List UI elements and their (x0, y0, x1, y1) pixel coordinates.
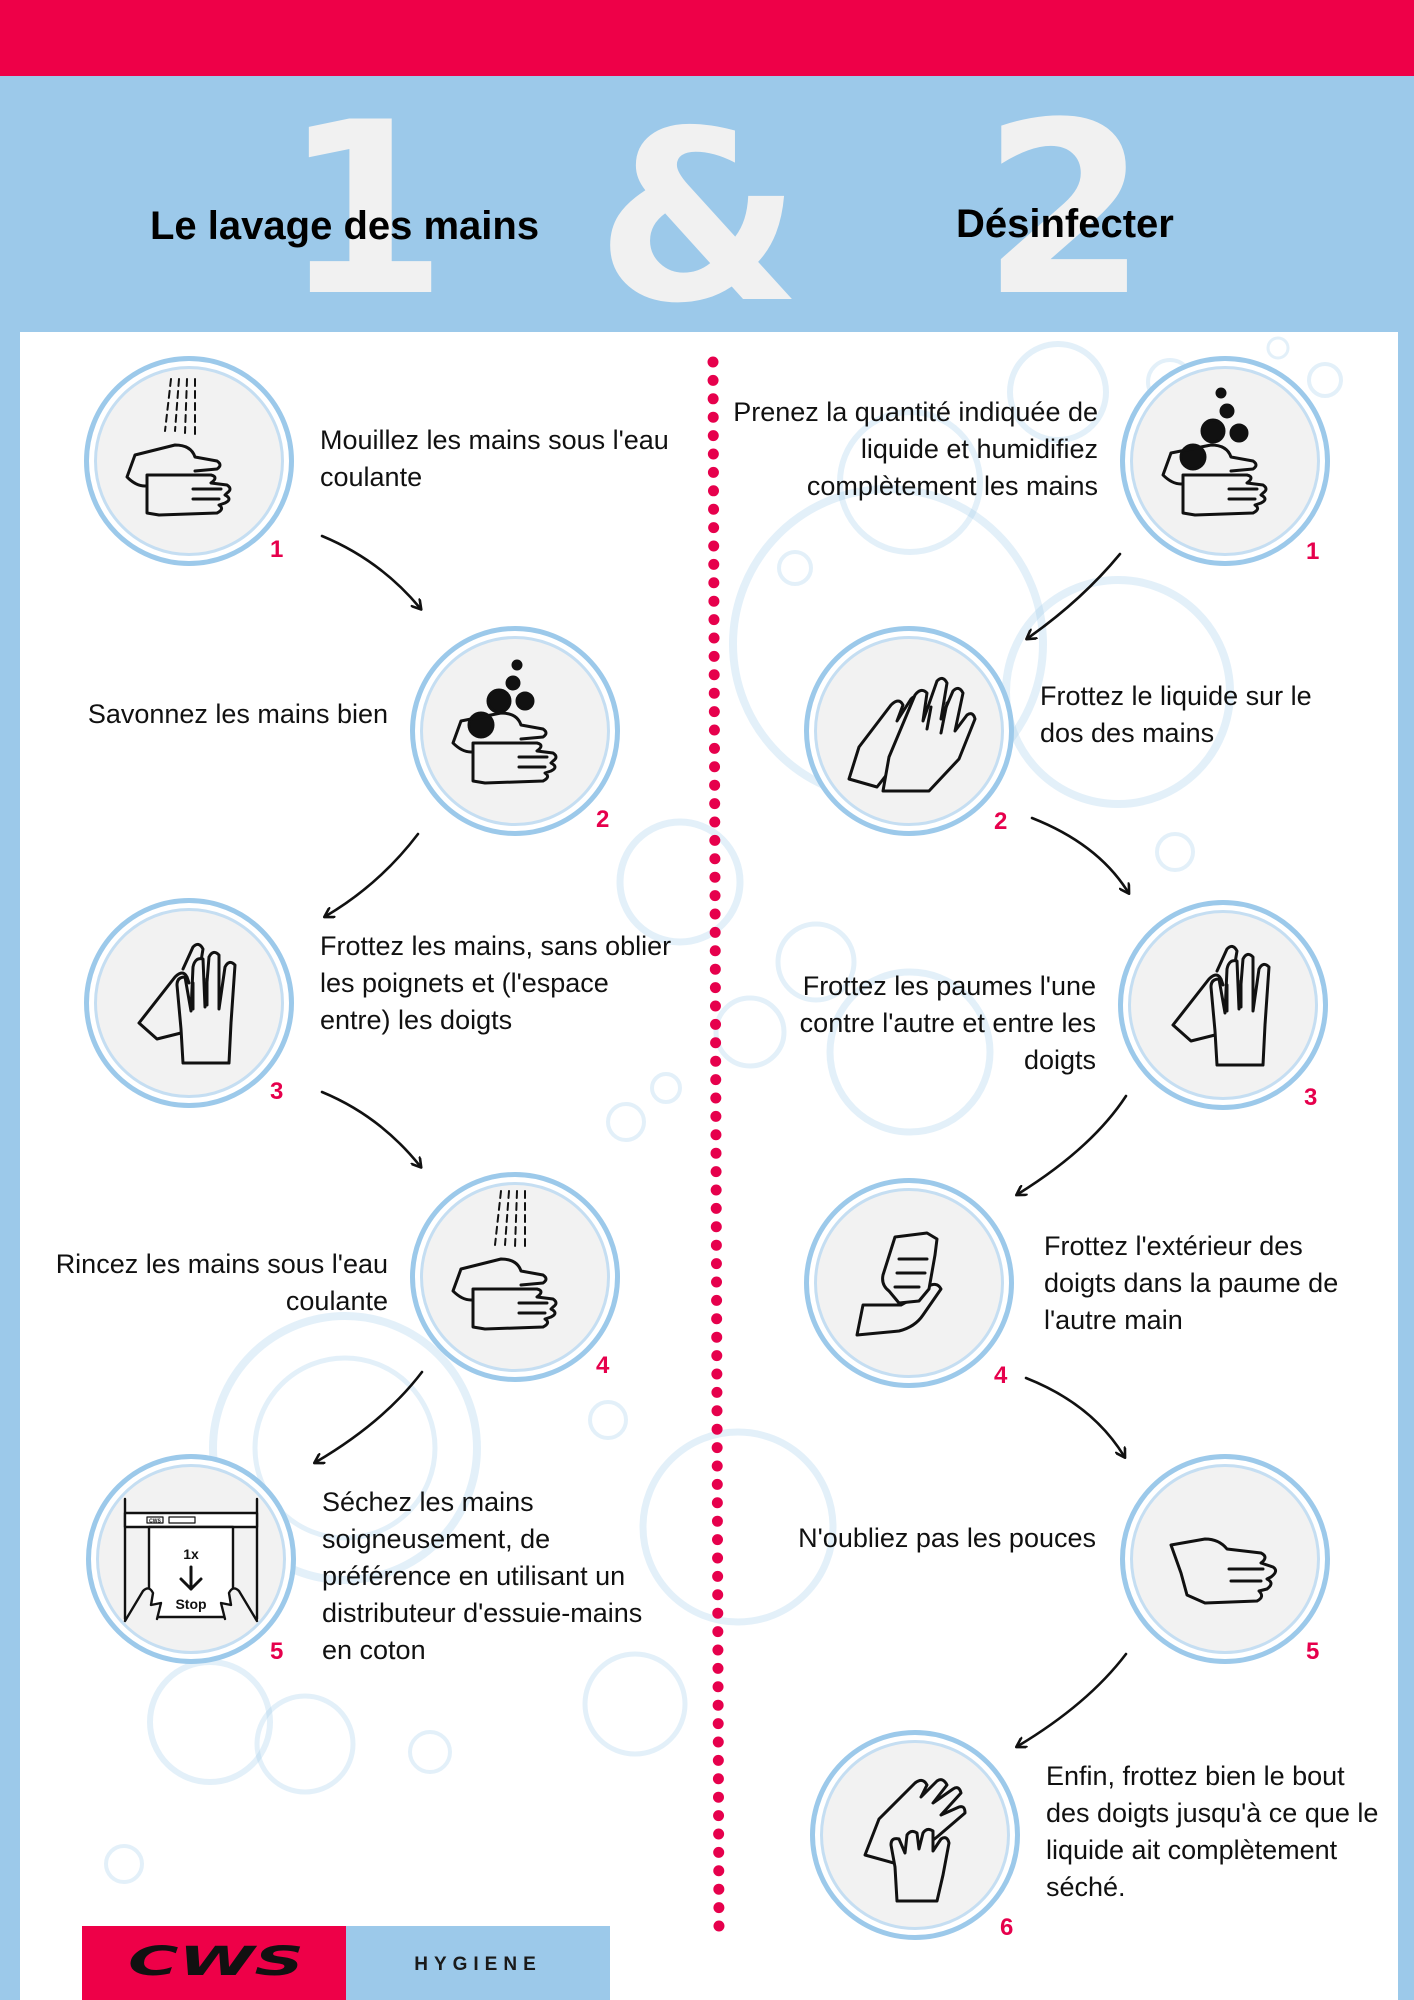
step-number: 3 (1304, 1084, 1318, 1111)
towel-dispenser-icon: CWS 1x Stop (123, 1497, 259, 1623)
wash-step-5-text: Séchez les mains soigneusement, de préfé… (322, 1487, 643, 1665)
wash-step-2-text: Savonnez les mains bien (87, 699, 388, 729)
disinfect-step-4-text: Frottez l'extérieur des doigts dans la p… (1044, 1231, 1339, 1335)
disinfect-step-3: 3 (1118, 900, 1328, 1110)
top-red-bar (0, 0, 1414, 76)
back-of-hands-icon (847, 676, 977, 793)
step-number: 4 (596, 1352, 610, 1379)
arrow-dis-5-6 (1018, 1652, 1128, 1746)
arrow-wash-4-5 (316, 1370, 424, 1462)
dispenser-brand: CWS (149, 1519, 161, 1525)
footer-logo-block (82, 1926, 346, 2000)
arrow-dis-3-4 (1018, 1094, 1128, 1194)
wash-step-3-text: Frottez les mains, sans oblier les poign… (320, 931, 672, 1035)
disinfect-step-4: 4 (804, 1178, 1014, 1388)
disinfect-step-6: 6 (810, 1730, 1020, 1940)
disinfect-step-5: 5 (1120, 1454, 1330, 1664)
dotted-divider (707, 356, 725, 1938)
cws-logo: CWS (128, 1944, 304, 1980)
disinfect-step-5-text: N'oubliez pas les pouces (798, 1523, 1096, 1553)
liquid-hands-icon (1161, 387, 1268, 517)
wash-step-5: CWS 1x Stop 5 (86, 1454, 296, 1664)
step-number: 3 (270, 1078, 284, 1105)
disinfect-step-2-text: Frottez le liquide sur le dos des mains (1040, 681, 1312, 748)
disinfect-step-6-text: Enfin, frottez bien le bout des doigts j… (1046, 1761, 1379, 1902)
dispenser-count: 1x (183, 1546, 199, 1562)
wash-step-4-text: Rincez les mains sous l'eau coulante (55, 1249, 388, 1316)
arrow-wash-2-3 (326, 832, 420, 916)
disinfect-step-3-text: Frottez les paumes l'une contre l'autre … (799, 971, 1096, 1075)
step-number: 1 (1306, 538, 1320, 565)
rinse-hands-icon (451, 1190, 558, 1331)
fingertips-icon (863, 1778, 967, 1903)
title-hand-washing: Le lavage des mains (150, 204, 540, 248)
step-number: 5 (1306, 1638, 1320, 1665)
cws-logo-text: CWS (128, 1944, 304, 1980)
disinfect-step-1-text: Prenez la quantité indiquée de liquide e… (733, 397, 1098, 501)
rub-palms-icon (137, 942, 237, 1065)
arrow-dis-2-3 (1030, 816, 1128, 892)
footer-hygiene-label: HYGIENE (414, 1954, 542, 1975)
soap-hands-icon (451, 659, 558, 785)
big-ampersand: & (596, 80, 802, 355)
wash-step-3: 3 (84, 898, 294, 1108)
wash-step-4: 4 (410, 1172, 620, 1382)
step-number: 5 (270, 1638, 284, 1665)
step-number: 1 (270, 536, 284, 563)
title-disinfect: Désinfecter (956, 202, 1174, 246)
water-hands-icon (125, 378, 232, 517)
wash-step-1: 1 (84, 356, 294, 566)
footer-hygiene-block (346, 1926, 610, 2000)
flow-arrows (20, 534, 1398, 2000)
big-number-two: 2 (982, 72, 1148, 349)
fingers-in-palm-icon (855, 1231, 943, 1337)
wash-step-1-text: Mouillez les mains sous l'eau coulante (320, 425, 669, 492)
big-number-one: 1 (282, 72, 448, 349)
rub-palms-icon (1171, 944, 1271, 1067)
step-number: 2 (994, 808, 1008, 835)
step-number: 4 (994, 1362, 1008, 1389)
thumb-icon (1169, 1537, 1278, 1605)
arrow-wash-1-2 (320, 534, 420, 608)
disinfect-step-2: 2 (804, 626, 1014, 836)
disinfect-step-1: 1 (1120, 356, 1330, 566)
arrow-wash-3-4 (320, 1090, 420, 1166)
wash-step-2: 2 (410, 626, 620, 836)
content-panel: 1 Mouillez les mains sous l'eau coulante… (20, 332, 1398, 2000)
step-number: 6 (1000, 1914, 1014, 1941)
arrow-dis-1-2 (1028, 552, 1122, 638)
dispenser-stop: Stop (175, 1596, 206, 1612)
arrow-dis-4-5 (1024, 1376, 1124, 1456)
step-number: 2 (596, 806, 610, 833)
